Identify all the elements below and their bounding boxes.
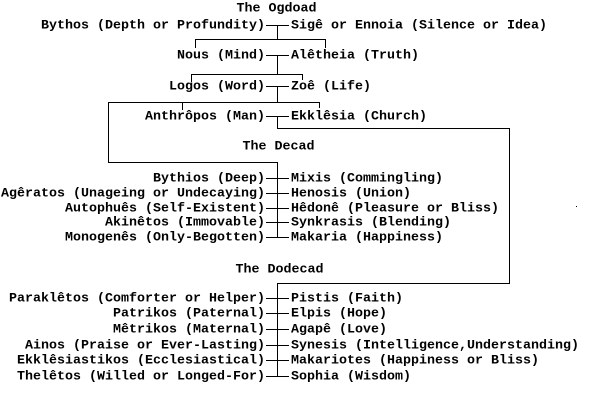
svg-text:Synkrasis (Blending): Synkrasis (Blending) (291, 215, 451, 230)
svg-text:Agapê (Love): Agapê (Love) (291, 322, 387, 337)
svg-text:Henosis (Union): Henosis (Union) (291, 186, 411, 201)
svg-text:Hêdonê (Pleasure or Bliss): Hêdonê (Pleasure or Bliss) (291, 201, 499, 216)
svg-text:Alêtheia (Truth): Alêtheia (Truth) (291, 49, 419, 64)
svg-text:The Ogdoad: The Ogdoad (237, 1, 317, 16)
svg-text:Autophuês (Self-Existent): Autophuês (Self-Existent) (65, 201, 265, 216)
svg-text:The Decad: The Decad (243, 140, 315, 155)
svg-text:Zoê (Life): Zoê (Life) (291, 80, 371, 95)
svg-text:Agêratos (Unageing or Undecayi: Agêratos (Unageing or Undecaying) (1, 186, 265, 201)
svg-text:Mêtrikos (Maternal): Mêtrikos (Maternal) (113, 322, 265, 337)
svg-text:Logos (Word): Logos (Word) (169, 80, 265, 95)
svg-text:Makaria (Happiness): Makaria (Happiness) (291, 230, 443, 245)
svg-text:Thelêtos (Willed or Longed-For: Thelêtos (Willed or Longed-For) (17, 369, 265, 384)
svg-text:Anthrôpos (Man): Anthrôpos (Man) (145, 110, 265, 125)
svg-text:Makariotes (Happiness or Bliss: Makariotes (Happiness or Bliss) (291, 353, 539, 368)
svg-text:Paraklêtos (Comforter or Helpe: Paraklêtos (Comforter or Helper) (9, 291, 265, 306)
svg-text:Elpis (Hope): Elpis (Hope) (291, 306, 387, 321)
svg-text:Akinêtos (Immovable): Akinêtos (Immovable) (105, 215, 265, 230)
svg-text:Sophia (Wisdom): Sophia (Wisdom) (291, 369, 411, 384)
svg-text:Nous (Mind): Nous (Mind) (177, 49, 265, 64)
svg-text:Bythos (Depth or Profundity): Bythos (Depth or Profundity) (41, 18, 265, 33)
svg-text:The Dodecad: The Dodecad (236, 263, 324, 278)
svg-text:Bythios (Deep): Bythios (Deep) (153, 171, 265, 186)
svg-text:Mixis (Commingling): Mixis (Commingling) (291, 171, 443, 186)
svg-text:Patrikos (Paternal): Patrikos (Paternal) (113, 306, 265, 321)
svg-text:Monogenês (Only-Begotten): Monogenês (Only-Begotten) (65, 230, 265, 245)
svg-text:Sigê or Ennoia (Silence or Ide: Sigê or Ennoia (Silence or Idea) (291, 18, 547, 33)
svg-text:Ekklêsiastikos (Ecclesiastical: Ekklêsiastikos (Ecclesiastical) (17, 353, 265, 368)
svg-text:Pistis (Faith): Pistis (Faith) (291, 291, 403, 306)
svg-text:Synesis (Intelligence,Understa: Synesis (Intelligence,Understanding) (291, 338, 579, 353)
svg-text:Ekklêsia (Church): Ekklêsia (Church) (291, 110, 427, 125)
svg-text:Ainos (Praise or Ever-Lasting): Ainos (Praise or Ever-Lasting) (25, 338, 265, 353)
